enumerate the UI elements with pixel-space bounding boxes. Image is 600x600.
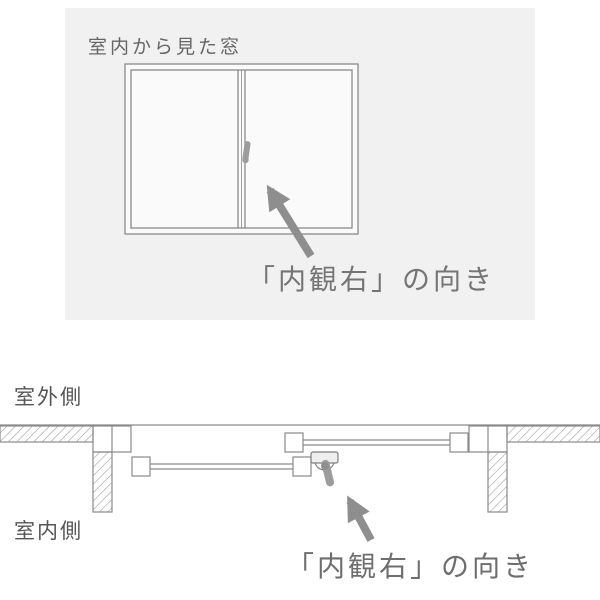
wall-hatch-left (0, 425, 94, 443)
outdoor-side-label: 室外側 (14, 386, 83, 409)
section-interior-sash (131, 456, 312, 477)
section-exterior-sash (284, 432, 469, 453)
crescent-lock-section-icon (310, 451, 339, 487)
wall-return-left (92, 451, 113, 513)
wall-return-right (487, 451, 508, 513)
section-caption: 「内観右」の向き (286, 551, 535, 582)
window-elevation-frame (124, 63, 359, 235)
section-walls (0, 424, 600, 513)
indoor-side-label: 室内側 (14, 520, 83, 543)
section-frame-jambs (92, 425, 508, 453)
wall-hatch-right (506, 425, 600, 443)
elevation-arrow-icon (266, 184, 315, 259)
crescent-lock-icon (242, 141, 251, 164)
section-arrow-icon (346, 495, 375, 542)
elevation-title: 室内から見た窓 (88, 37, 243, 58)
elevation-caption: 「内観右」の向き (247, 264, 496, 295)
